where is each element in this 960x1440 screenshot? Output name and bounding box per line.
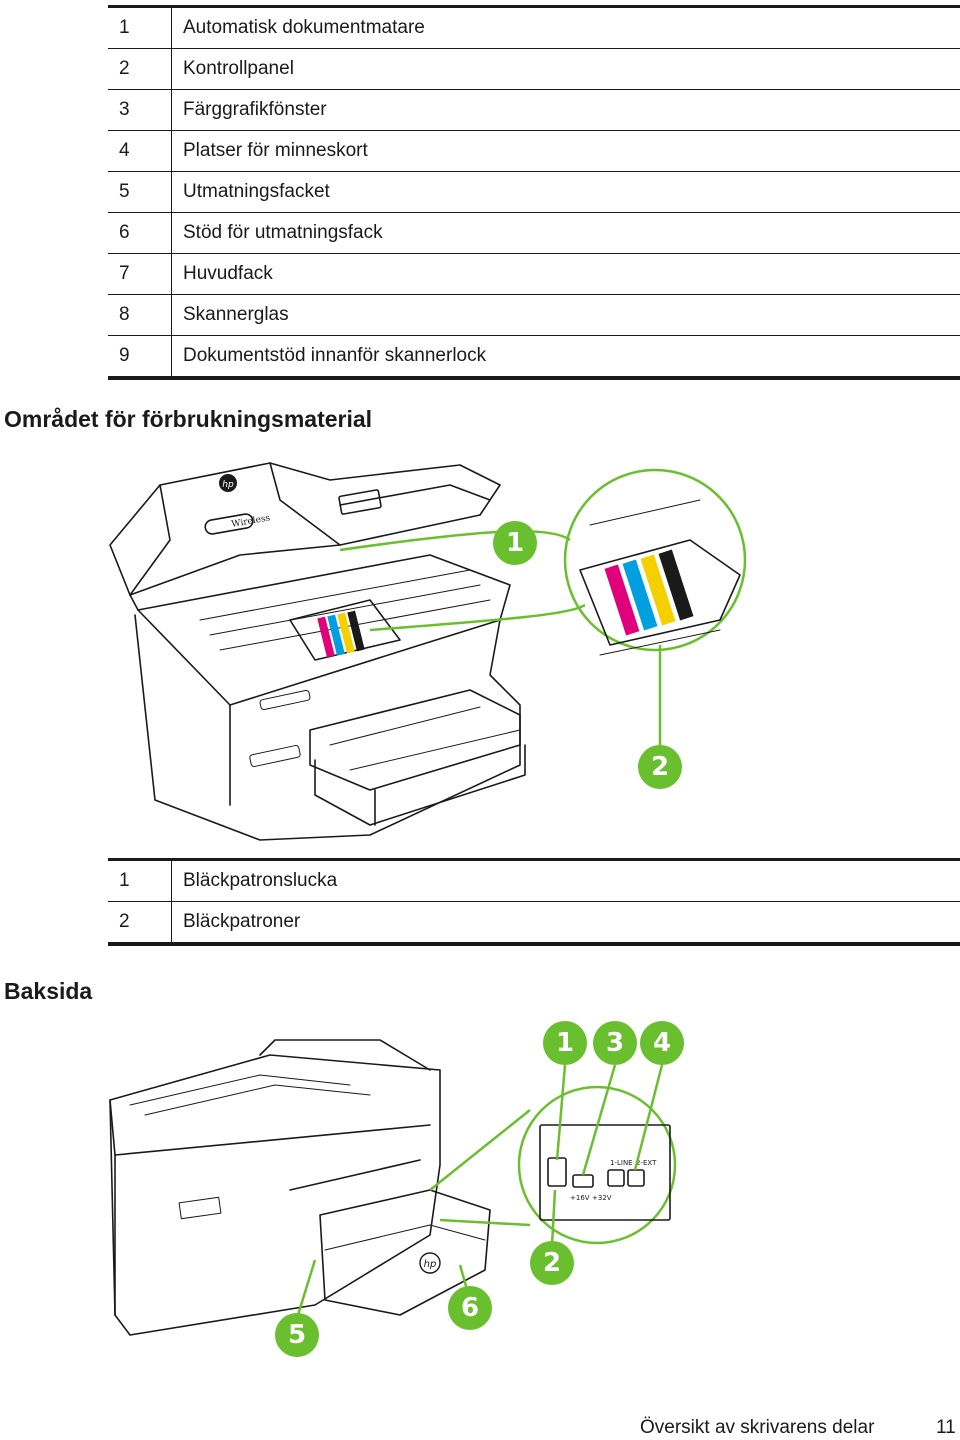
row-label: Stöd för utmatningsfack (183, 222, 383, 243)
svg-text:2: 2 (651, 752, 669, 782)
table-row: 7 Huvudfack (108, 253, 960, 295)
zoom-circle (563, 468, 747, 652)
row-label: Platser för minneskort (183, 140, 368, 161)
callout-1: 1 (493, 521, 537, 565)
row-number: 7 (108, 253, 172, 295)
row-label: Skannerglas (183, 304, 289, 325)
row-number: 1 (108, 859, 172, 902)
back-view-illustration: hp 1-LINE 2-EXT +16V +32V 1 3 4 2 6 (109, 1021, 684, 1357)
callout-6: 6 (448, 1286, 492, 1330)
row-number: 4 (108, 130, 172, 172)
row-number: 8 (108, 294, 172, 336)
section-title-back: Baksida (4, 978, 93, 1004)
table-row: 2 Kontrollpanel (108, 48, 960, 90)
svg-text:4: 4 (653, 1028, 671, 1058)
callout-3: 3 (593, 1021, 637, 1065)
row-number: 6 (108, 212, 172, 254)
svg-text:5: 5 (288, 1320, 306, 1350)
svg-text:6: 6 (461, 1293, 479, 1323)
row-label: Färggrafikfönster (183, 99, 327, 120)
printer-open-line-art (109, 462, 526, 841)
row-number: 1 (108, 6, 172, 49)
svg-text:hp: hp (222, 480, 234, 490)
row-label: Dokumentstöd innanför skannerlock (183, 345, 487, 366)
hp-logo-back-icon (419, 1252, 441, 1274)
row-number: 2 (108, 901, 172, 944)
svg-text:2: 2 (543, 1248, 561, 1278)
section-title-supplies: Området för förbrukningsmaterial (4, 406, 373, 432)
callout-2: 2 (638, 745, 682, 789)
port-label-ext: 2-EXT (636, 1159, 657, 1167)
zoomed-cartridges (604, 549, 694, 636)
table-row: 8 Skannerglas (108, 294, 960, 336)
svg-text:3: 3 (606, 1028, 624, 1058)
table-row: 1 Automatisk dokumentmatare (108, 6, 960, 49)
table-row: 5 Utmatningsfacket (108, 171, 960, 213)
row-label: Bläckpatroner (183, 911, 301, 932)
row-number: 3 (108, 89, 172, 131)
footer-section-name: Översikt av skrivarens delar (640, 1417, 875, 1438)
row-number: 5 (108, 171, 172, 213)
port-label-line: 1-LINE (610, 1159, 633, 1167)
page-number: 11 (936, 1417, 956, 1438)
table-row: 1 Bläckpatronslucka (108, 859, 960, 902)
legend-table-front: 1 Automatisk dokumentmatare 2 Kontrollpane… (108, 5, 960, 380)
callout-1: 1 (543, 1021, 587, 1065)
callout-4: 4 (640, 1021, 684, 1065)
wireless-badge (204, 513, 254, 535)
printer-back-line-art (109, 1039, 491, 1336)
cartridges-in-printer (317, 610, 365, 658)
row-label: Automatisk dokumentmatare (183, 17, 425, 38)
page-footer: Översikt av skrivarens delar 11 (640, 1417, 956, 1439)
zoomed-carriage-line-art (579, 499, 741, 656)
table-row: 6 Stöd för utmatningsfack (108, 212, 960, 254)
ports-zoom-circle (517, 1085, 677, 1245)
callout-2: 2 (530, 1241, 574, 1285)
row-number: 9 (108, 335, 172, 378)
table-row: 2 Bläckpatroner (108, 901, 960, 944)
callout-leaders (296, 1064, 664, 1316)
hp-logo-icon (219, 474, 237, 492)
supplies-area-illustration: hp Wireless 1 2 (109, 462, 747, 841)
port-label-16v: +16V (570, 1194, 590, 1202)
table-row: 4 Platser för minneskort (108, 130, 960, 172)
row-label: Utmatningsfacket (183, 181, 330, 202)
port-label-32v: +32V (592, 1194, 612, 1202)
svg-text:1: 1 (506, 528, 524, 558)
table-row: 9 Dokumentstöd innanför skannerlock (108, 335, 960, 378)
callout-5: 5 (275, 1313, 319, 1357)
row-label: Bläckpatronslucka (183, 870, 338, 891)
legend-table-supplies: 1 Bläckpatronslucka 2 Bläckpatroner (108, 858, 960, 946)
row-number: 2 (108, 48, 172, 90)
svg-text:hp: hp (424, 1259, 437, 1270)
row-label: Huvudfack (183, 263, 273, 284)
svg-text:1: 1 (556, 1028, 574, 1058)
row-label: Kontrollpanel (183, 58, 294, 79)
table-row: 3 Färggrafikfönster (108, 89, 960, 131)
